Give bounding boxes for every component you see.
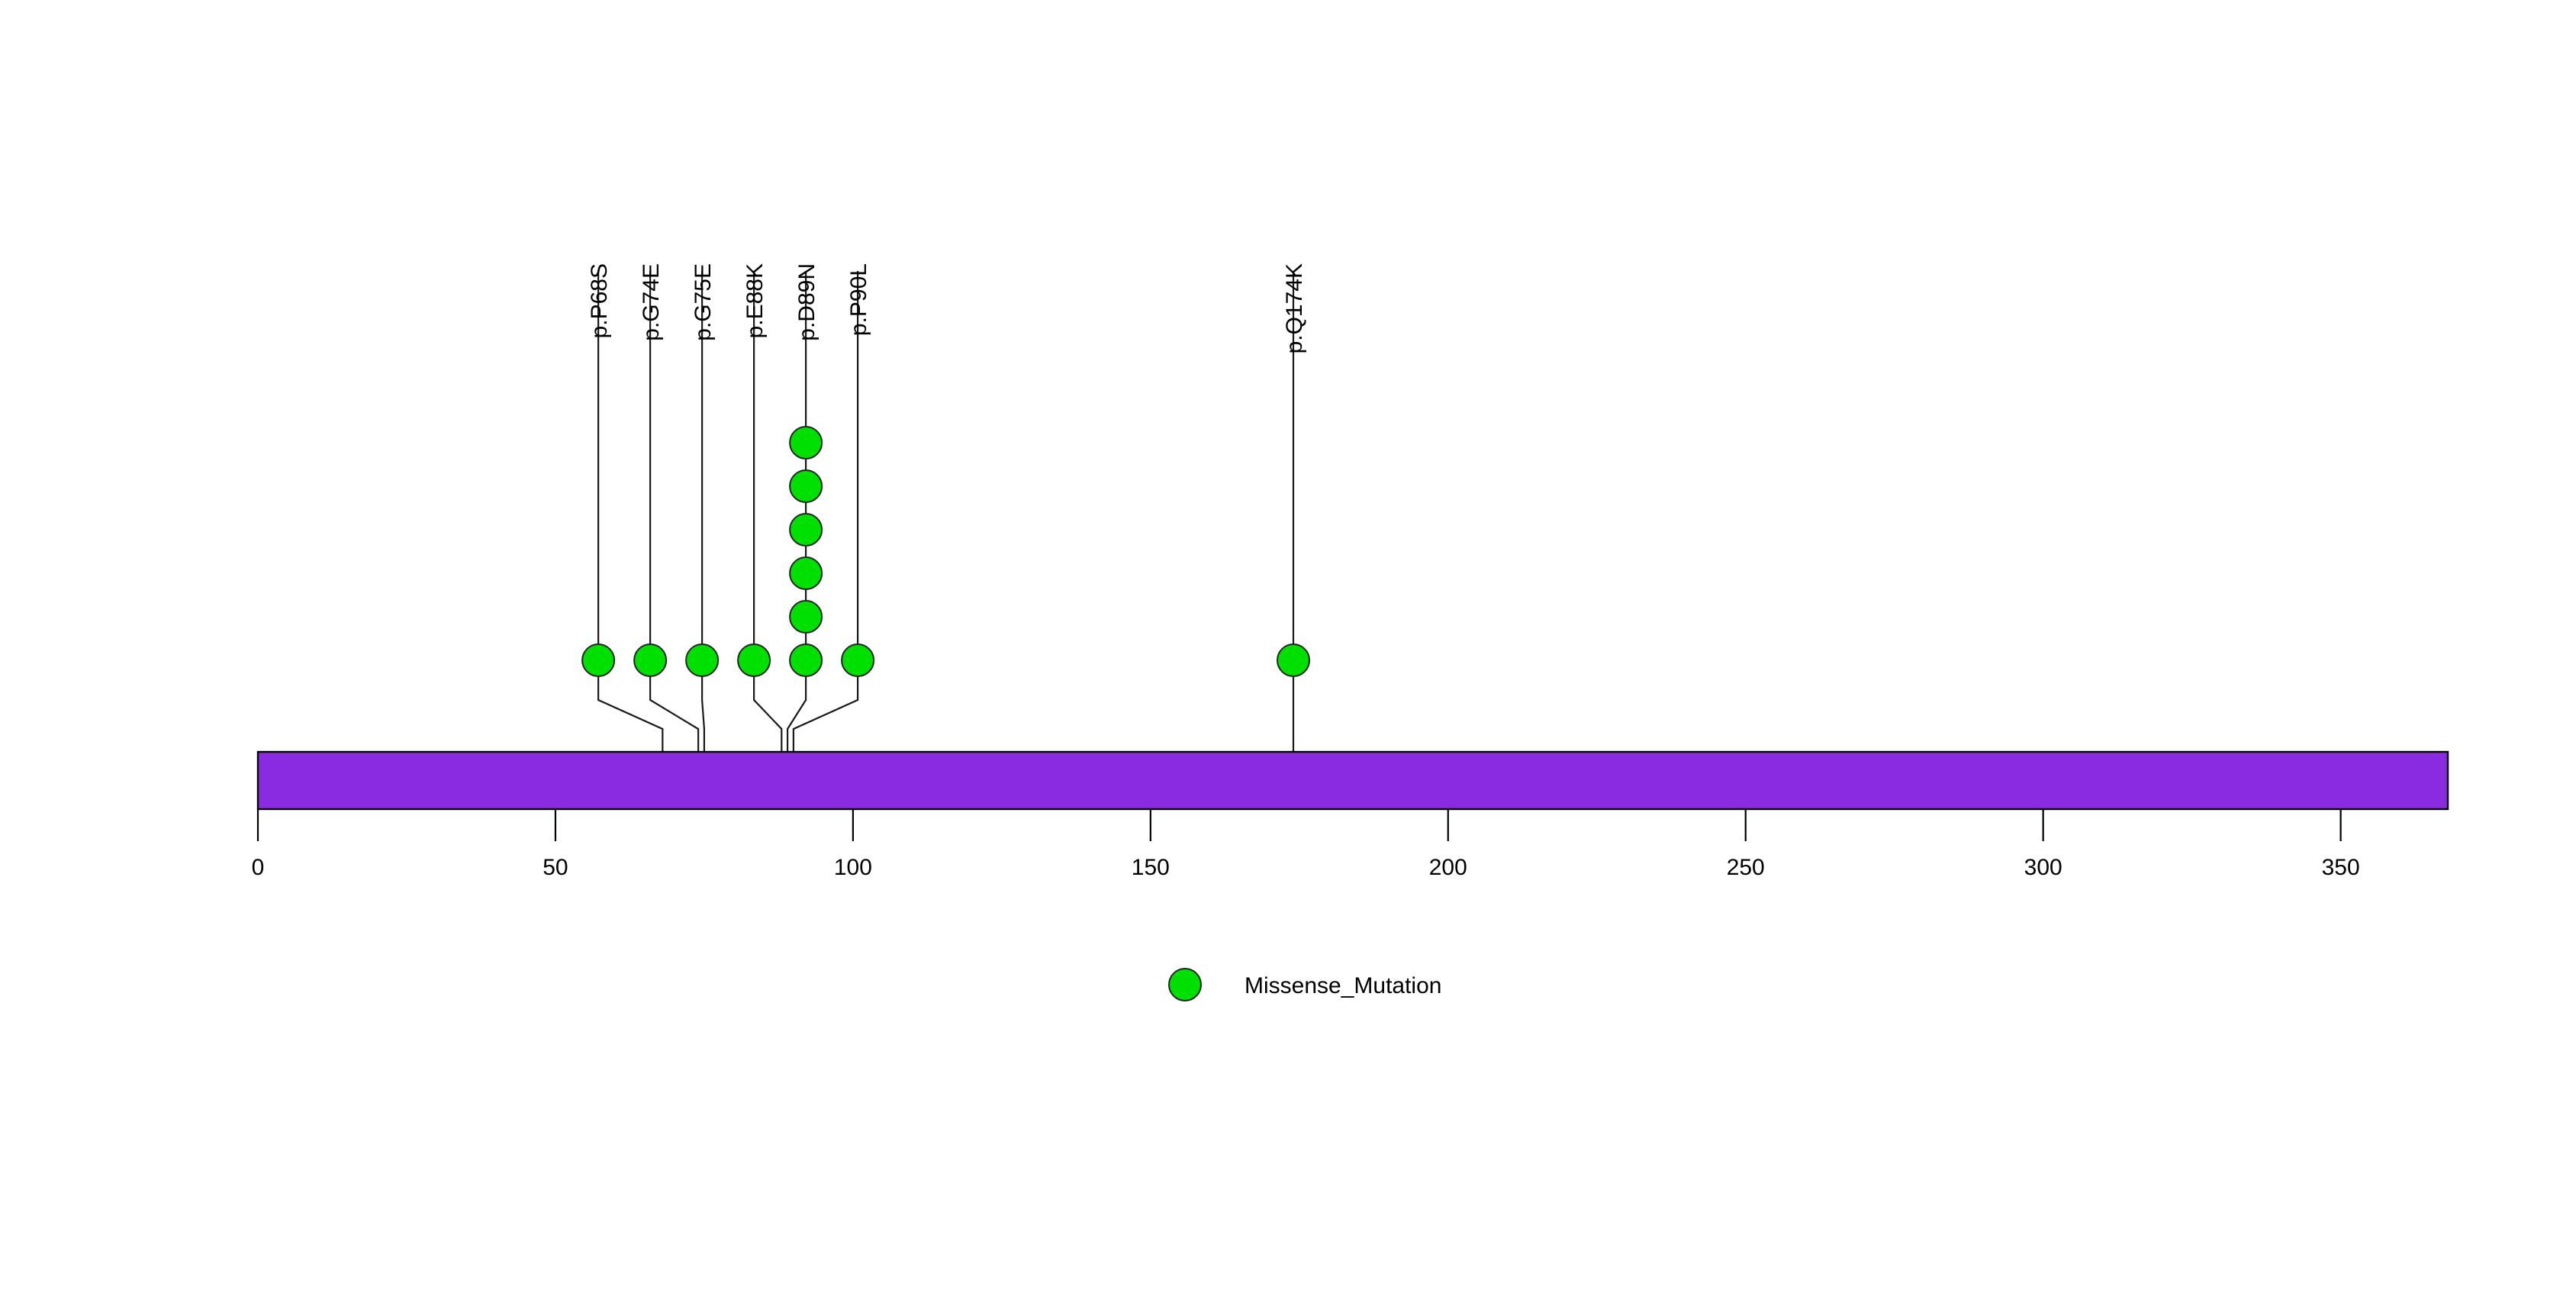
- lollipop-stems-layer: [597, 271, 1295, 809]
- lollipop-marker-pP90L-1[interactable]: [841, 643, 875, 677]
- lollipop-marker-pG74E-1[interactable]: [633, 643, 668, 677]
- lollipop-marker-pG75E-1[interactable]: [685, 643, 720, 677]
- lollipop-stem-pP68S: [597, 271, 664, 809]
- lollipop-marker-pQ174K-1[interactable]: [1277, 643, 1311, 677]
- lollipop-stem-pE88K: [753, 271, 783, 809]
- mutation-label-pP90L[interactable]: p.P90L: [846, 263, 871, 336]
- legend-label-0: Missense_Mutation: [1245, 973, 1441, 998]
- lollipop-markers-layer: [581, 426, 1311, 677]
- legend-layer: Missense_Mutation: [1168, 968, 1441, 1001]
- lollipop-marker-pD89N-5[interactable]: [789, 469, 823, 503]
- x-axis-tick-label-250: 250: [1727, 855, 1765, 880]
- x-axis-tick-label-350: 350: [2322, 855, 2360, 880]
- legend-swatch-0: [1168, 968, 1202, 1001]
- protein-domain-bar-layer: [256, 750, 2449, 811]
- lollipop-marker-pD89N-6[interactable]: [789, 426, 823, 460]
- x-axis-tick-label-0: 0: [252, 855, 265, 880]
- mutation-label-pG74E[interactable]: p.G74E: [639, 263, 664, 341]
- lollipop-marker-pP68S-1[interactable]: [581, 643, 616, 677]
- protein-domain-bar[interactable]: [256, 750, 2449, 811]
- x-axis-tick-label-100: 100: [834, 855, 872, 880]
- lollipop-marker-pD89N-3[interactable]: [789, 556, 823, 590]
- x-axis-tick-label-150: 150: [1132, 855, 1170, 880]
- mutation-labels-layer: p.P68S p.G74E p.G75E p.E88K p.D89N p.P90L p.Q1…: [587, 263, 1307, 353]
- mutation-label-pP68S[interactable]: p.P68S: [587, 263, 612, 338]
- lollipop-marker-pD89N-2[interactable]: [789, 600, 823, 634]
- x-axis-tick-label-200: 200: [1429, 855, 1467, 880]
- x-axis-tick-label-300: 300: [2024, 855, 2062, 880]
- mutation-label-pE88K[interactable]: p.E88K: [742, 263, 768, 338]
- x-axis-tick-label-50: 50: [543, 855, 568, 880]
- mutation-label-pD89N[interactable]: p.D89N: [794, 263, 819, 341]
- lollipop-marker-pD89N-1[interactable]: [789, 643, 823, 677]
- lollipop-stem-pG75E: [701, 271, 706, 809]
- lollipop-marker-pD89N-4[interactable]: [789, 513, 823, 547]
- lollipop-marker-pE88K-1[interactable]: [737, 643, 771, 677]
- mutation-label-pQ174K[interactable]: p.Q174K: [1282, 263, 1307, 353]
- mutation-label-pG75E[interactable]: p.G75E: [691, 263, 716, 341]
- lollipop-stem-pG74E: [649, 271, 700, 809]
- x-axis-layer: 0 50 100 150 200 250 300 350: [252, 809, 2360, 880]
